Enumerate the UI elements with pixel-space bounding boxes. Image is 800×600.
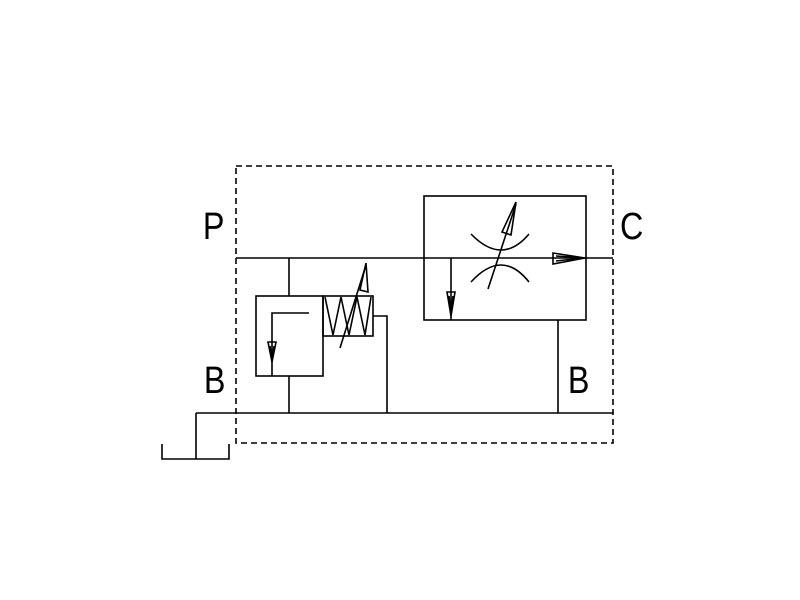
flow-arrow-icon (446, 291, 456, 317)
port-label-c: C (620, 206, 644, 248)
check-arrow-icon (552, 252, 586, 265)
orifice-lower-arc (470, 264, 530, 283)
manifold-boundary (235, 165, 614, 444)
relief-valve (255, 258, 388, 413)
port-label-p: P (202, 206, 225, 248)
port-label-b-left: B (203, 360, 226, 402)
tank-symbol (161, 413, 230, 460)
flow-control-valve (423, 195, 587, 413)
orifice-upper-arc (470, 233, 530, 251)
spring-icon (324, 296, 372, 336)
adjustable-arrow-icon (487, 203, 517, 290)
port-label-b-right: B (567, 360, 590, 402)
flow-arrow-icon (267, 341, 277, 363)
